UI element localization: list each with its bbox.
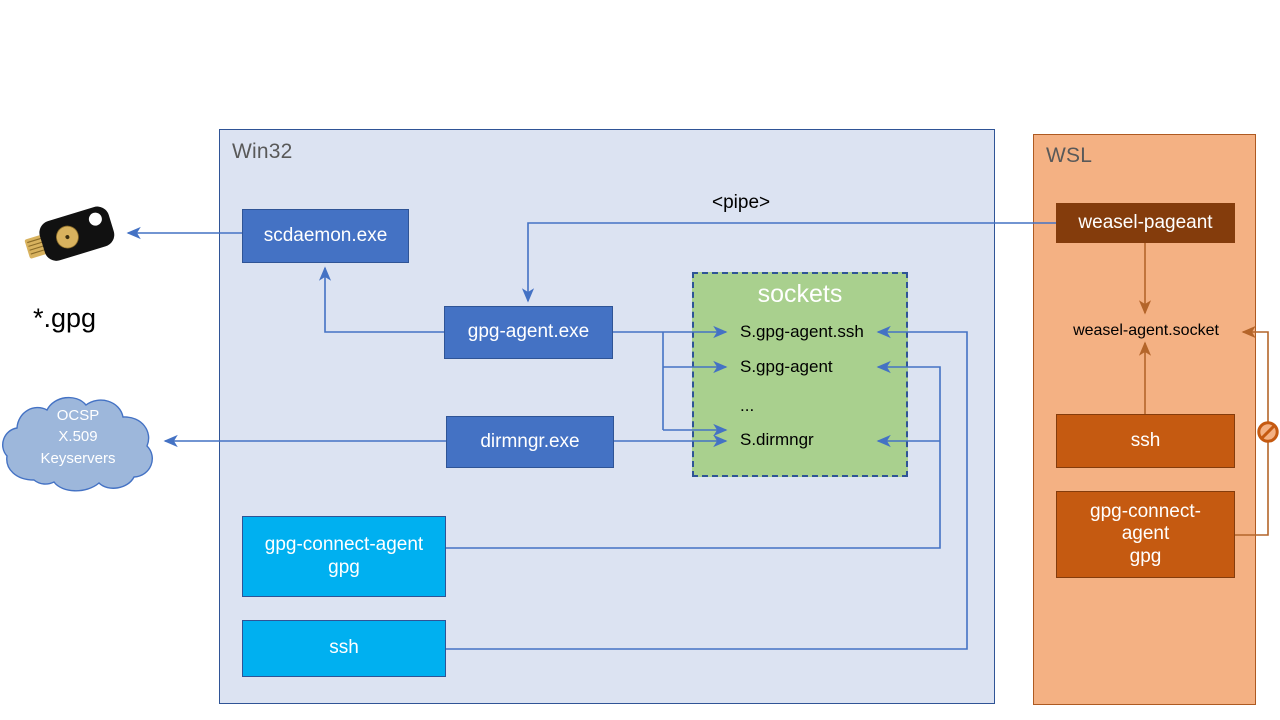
socket-item-dirmngr: S.dirmngr: [740, 430, 814, 449]
cloud-label-line2: X.509: [58, 428, 98, 446]
keyservers-cloud-icon: [2, 396, 153, 492]
node-gpg-connect-agent-gpg-win32[interactable]: gpg-connect-agent gpg: [242, 516, 446, 597]
socket-item-gpg-agent-ssh: S.gpg-agent.ssh: [740, 322, 864, 341]
node-label-line1: gpg-connect-agent: [264, 534, 424, 556]
node-dirmngr-exe[interactable]: dirmngr.exe: [446, 416, 614, 468]
node-gpg-agent-exe[interactable]: gpg-agent.exe: [444, 306, 613, 359]
weasel-agent-socket-label: weasel-agent.socket: [1073, 322, 1219, 339]
node-weasel-pageant[interactable]: weasel-pageant: [1056, 203, 1235, 243]
node-ssh-wsl[interactable]: ssh: [1056, 414, 1235, 468]
sockets-title: sockets: [757, 280, 843, 308]
socket-item-ellipsis: ...: [740, 396, 755, 415]
blocked-no-entry-icon: [1257, 421, 1279, 443]
win32-title: Win32: [232, 140, 293, 163]
node-scdaemon-exe[interactable]: scdaemon.exe: [242, 209, 409, 263]
node-ssh-win32[interactable]: ssh: [242, 620, 446, 677]
node-label-line2: agent: [1121, 523, 1170, 545]
cloud-label-line1: OCSP: [56, 407, 100, 424]
node-label-line1: gpg-connect-: [1090, 501, 1201, 523]
yubikey-icon: [24, 206, 115, 261]
keyservers-cloud-label: OCSP X.509 Keyservers: [18, 405, 138, 469]
node-label-line3: gpg: [1129, 545, 1162, 567]
socket-item-gpg-agent: S.gpg-agent: [740, 357, 833, 376]
wsl-title: WSL: [1046, 144, 1093, 167]
cloud-label-line3: Keyservers: [40, 449, 116, 467]
node-label-line2: gpg: [328, 556, 360, 578]
gpg-files-label: *.gpg: [33, 303, 97, 333]
pipe-label: <pipe>: [712, 192, 771, 213]
node-gpg-connect-agent-gpg-wsl[interactable]: gpg-connect- agent gpg: [1056, 491, 1235, 578]
